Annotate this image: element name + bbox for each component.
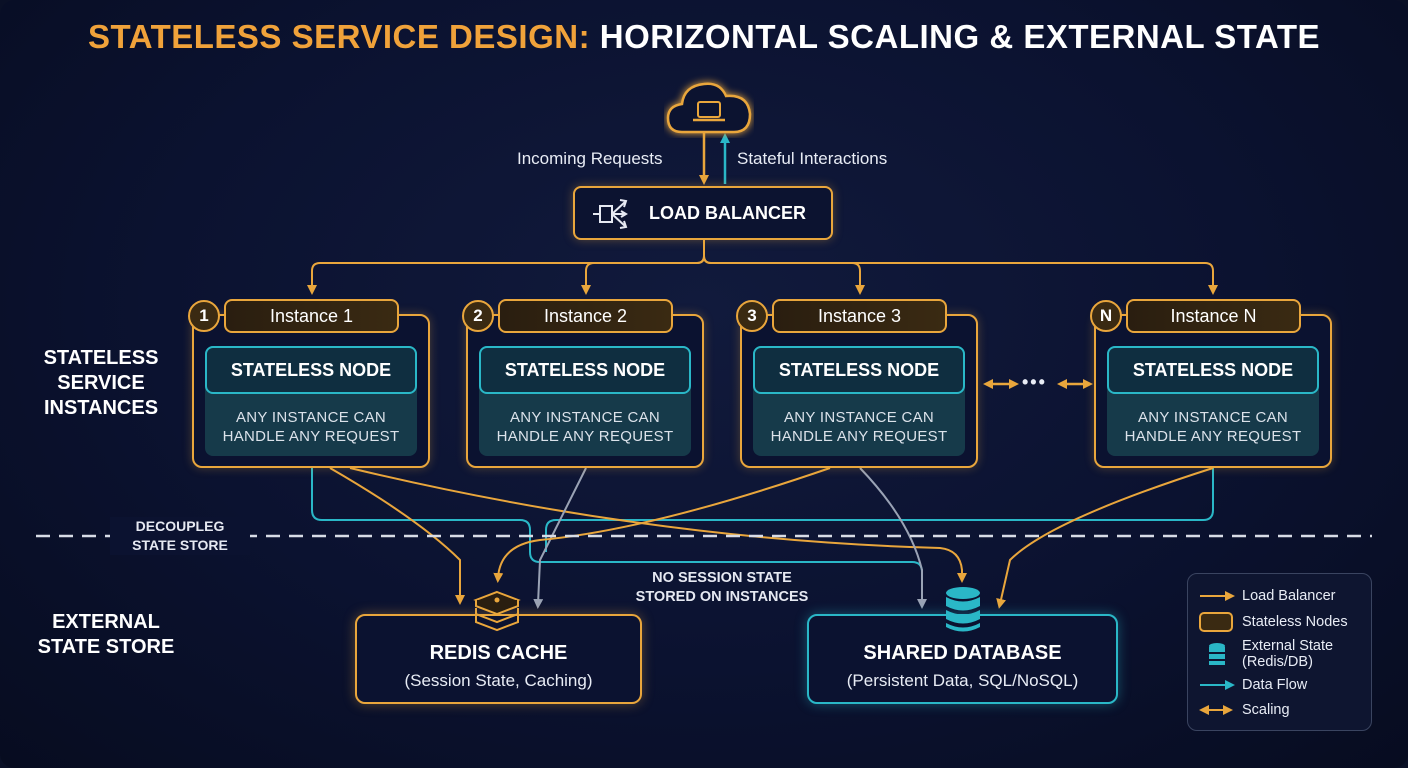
shared-database-desc: (Persistent Data, SQL/NoSQL) <box>846 671 1079 690</box>
title-part-1: STATELESS SERVICE DESIGN: <box>87 18 591 55</box>
stateless-node-badge: STATELESS NODE <box>1107 346 1319 394</box>
divider-label: DECOUPLEG STATE STORE <box>110 517 250 555</box>
legend-stateless-nodes: Stateless Nodes <box>1242 614 1348 630</box>
divider-label-line: DECOUPLEG <box>135 518 225 534</box>
legend-line: (Redis/DB) <box>1242 654 1313 670</box>
load-balancer-icon <box>593 199 628 229</box>
legend-swatches <box>1199 591 1235 715</box>
stateless-node-badge: STATELESS NODE <box>753 346 965 394</box>
page-title: STATELESS SERVICE DESIGN: HORIZONTAL SCA… <box>0 18 1408 56</box>
instance-description: ANY INSTANCE CAN HANDLE ANY REQUEST <box>1107 408 1319 446</box>
stateless-node-badge: STATELESS NODE <box>479 346 691 394</box>
redis-stack-icon <box>472 588 522 634</box>
instance-name-tab: Instance 1 <box>224 299 399 333</box>
no-session-note: NO SESSION STATE STORED ON INSTANCES <box>612 569 832 607</box>
desc-line: HANDLE ANY REQUEST <box>770 428 948 445</box>
legend-line: External State <box>1242 638 1334 654</box>
instance-number-badge: 2 <box>462 300 494 332</box>
instance-description: ANY INSTANCE CAN HANDLE ANY REQUEST <box>479 408 691 446</box>
instance-number-badge: 3 <box>736 300 768 332</box>
redis-cache-name: REDIS CACHE <box>429 642 568 664</box>
instance-description: ANY INSTANCE CAN HANDLE ANY REQUEST <box>205 408 417 446</box>
side-label-instances: STATELESS SERVICE INSTANCES <box>28 346 174 421</box>
cloud-laptop-icon <box>664 74 754 138</box>
database-icon <box>944 586 982 634</box>
divider-label-line: STATE STORE <box>132 537 228 553</box>
instance-number-badge: N <box>1090 300 1122 332</box>
redis-cache-desc: (Session State, Caching) <box>404 671 593 690</box>
legend-data-flow: Data Flow <box>1242 677 1308 693</box>
stateless-node-badge: STATELESS NODE <box>205 346 417 394</box>
desc-line: HANDLE ANY REQUEST <box>496 428 674 445</box>
desc-line: ANY INSTANCE CAN <box>235 409 387 426</box>
instance-to-store-lines <box>329 467 1214 609</box>
desc-line: ANY INSTANCE CAN <box>783 409 935 426</box>
instance-number-badge: 1 <box>188 300 220 332</box>
legend-scaling: Scaling <box>1242 702 1290 718</box>
side-label-line: STATE STORE <box>37 636 175 658</box>
load-balancer-label: LOAD BALANCER <box>649 203 806 223</box>
title-part-2: HORIZONTAL SCALING & EXTERNAL STATE <box>599 18 1321 55</box>
instance-description: ANY INSTANCE CAN HANDLE ANY REQUEST <box>753 408 965 446</box>
desc-line: ANY INSTANCE CAN <box>1137 409 1289 426</box>
note-line: STORED ON INSTANCES <box>635 589 809 605</box>
stateful-interactions-label: Stateful Interactions <box>737 149 888 168</box>
instance-name-tab: Instance 3 <box>772 299 947 333</box>
desc-line: HANDLE ANY REQUEST <box>1124 428 1302 445</box>
side-label-line: INSTANCES <box>43 397 159 419</box>
desc-line: ANY INSTANCE CAN <box>509 409 661 426</box>
legend-load-balancer: Load Balancer <box>1242 588 1336 604</box>
side-label-line: EXTERNAL <box>52 611 160 633</box>
shared-database-name: SHARED DATABASE <box>863 642 1062 664</box>
lb-fanout-lines <box>307 240 1218 295</box>
side-label-external: EXTERNAL STATE STORE <box>22 610 190 660</box>
instance-name-tab: Instance N <box>1126 299 1301 333</box>
desc-line: HANDLE ANY REQUEST <box>222 428 400 445</box>
instance-name-tab: Instance 2 <box>498 299 673 333</box>
incoming-requests-label: Incoming Requests <box>517 149 663 168</box>
side-label-line: SERVICE <box>57 372 145 394</box>
side-label-line: STATELESS <box>43 347 159 369</box>
scaling-ellipsis: ••• <box>1022 372 1047 392</box>
note-line: NO SESSION STATE <box>652 570 792 586</box>
legend-external-state: External State (Redis/DB) <box>1242 638 1333 670</box>
legend: Load Balancer Stateless Nodes External S… <box>1187 573 1372 731</box>
load-balancer-box: LOAD BALANCER <box>573 186 833 240</box>
